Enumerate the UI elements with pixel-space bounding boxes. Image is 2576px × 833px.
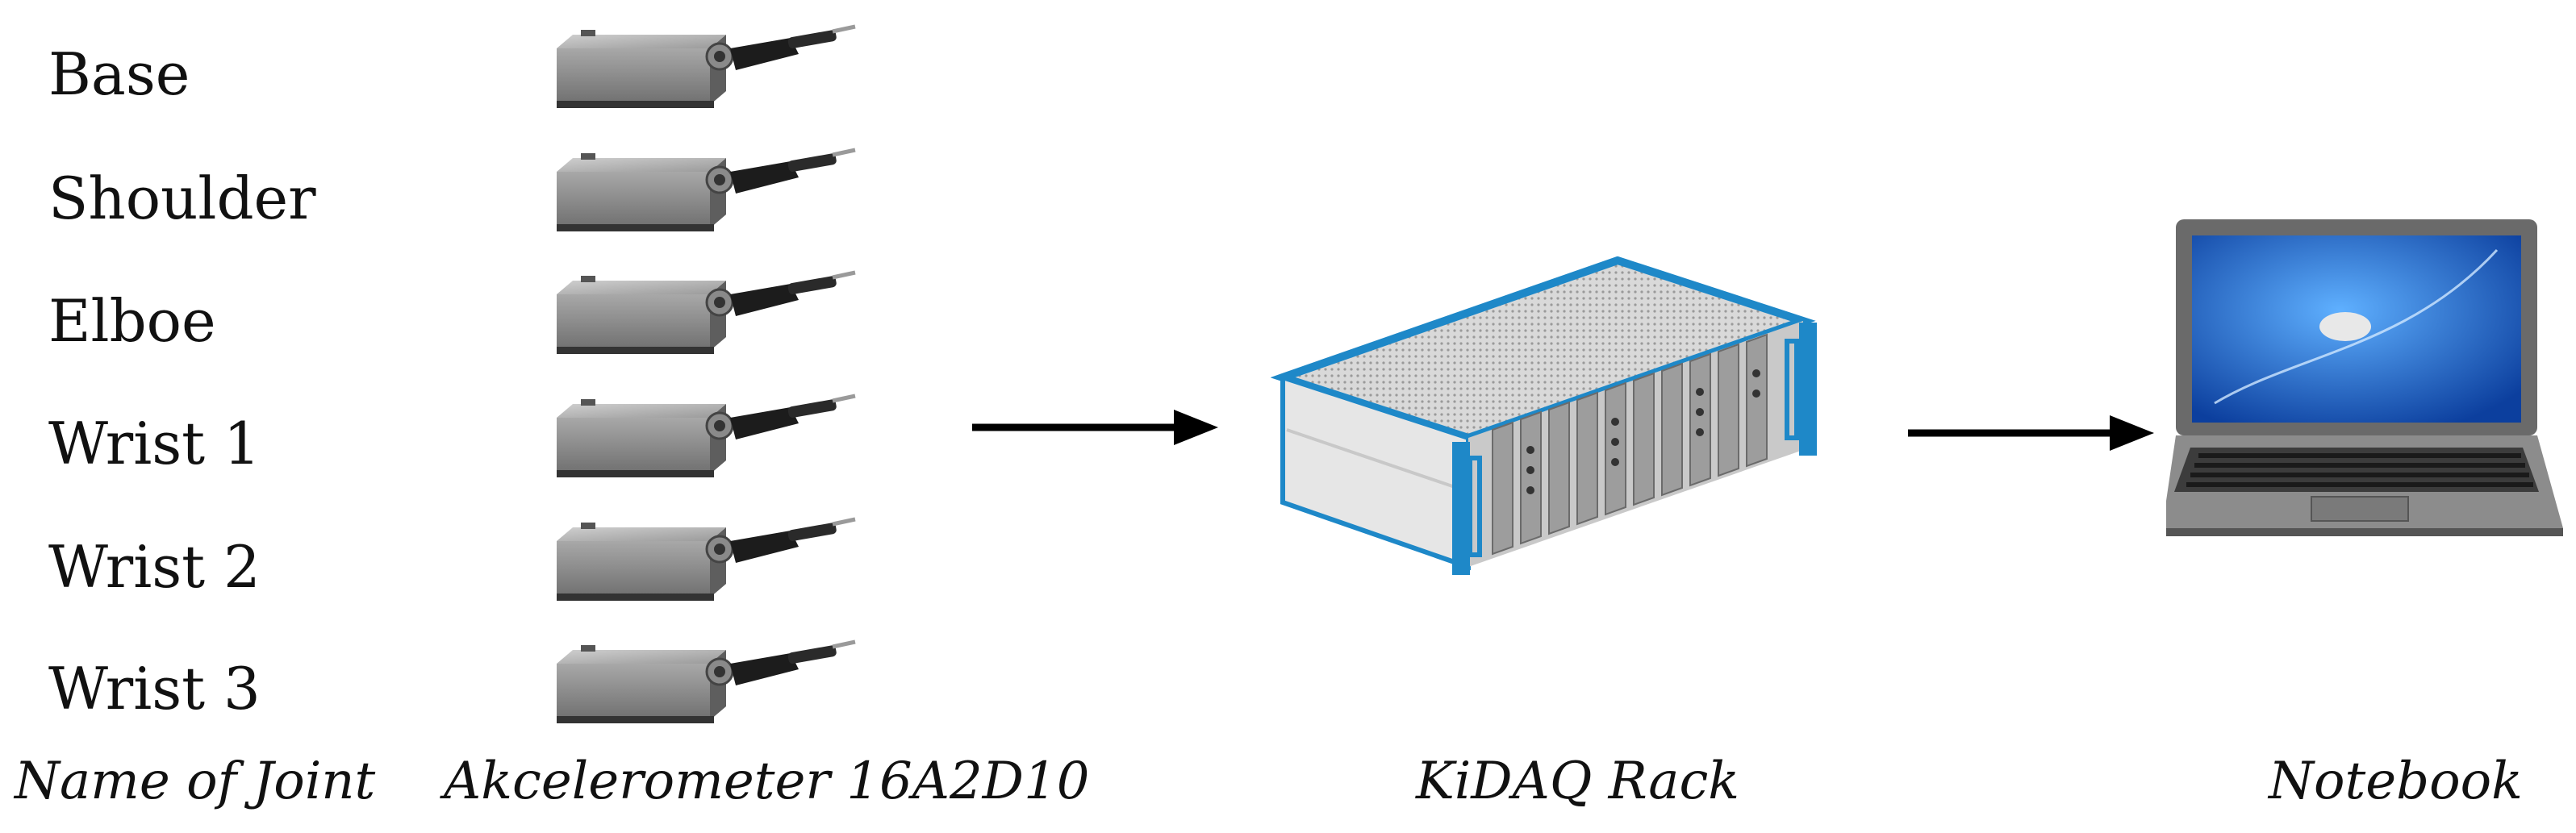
accelerometer-icon [549, 635, 871, 732]
caption-notebook: Notebook [2269, 752, 2523, 811]
daq-rack-icon [1271, 256, 1817, 575]
accelerometer-icon [549, 513, 871, 610]
joint-label-wrist-3: Wrist 3 [48, 655, 261, 723]
caption-name-of-joint: Name of Joint [15, 752, 376, 811]
accelerometer-icon [549, 144, 871, 240]
caption-kidaq-rack: KiDAQ Rack [1416, 752, 1740, 811]
joint-label-wrist-2: Wrist 2 [48, 533, 261, 601]
arrow-right-icon [972, 410, 1218, 445]
accelerometer-icon [549, 20, 871, 117]
arrow-right-icon [1908, 415, 2154, 451]
joint-label-wrist-1: Wrist 1 [48, 410, 261, 477]
laptop-icon [2166, 219, 2563, 536]
joint-label-shoulder: Shoulder [48, 165, 316, 232]
caption-accelerometer: Akcelerometer 16A2D10 [444, 752, 1090, 811]
accelerometer-icon [549, 389, 871, 486]
accelerometer-icon [549, 266, 871, 363]
joint-label-base: Base [48, 40, 190, 108]
joint-label-elboe: Elboe [48, 287, 216, 355]
